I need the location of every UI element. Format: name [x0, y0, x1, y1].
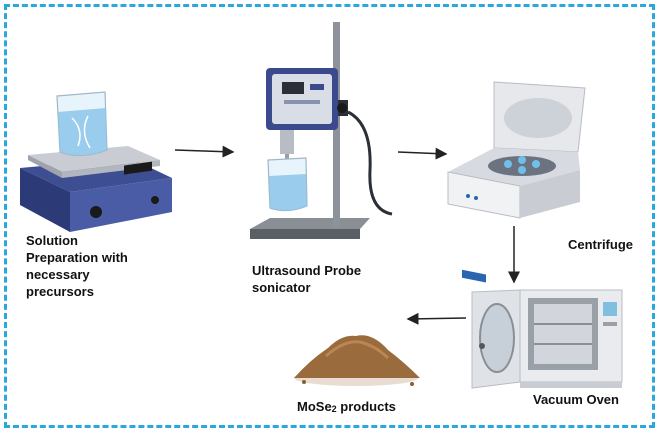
arrow-to-sonicator	[174, 145, 235, 158]
label-mose2-products: MoSe2 products	[297, 399, 396, 414]
arrow-to-centrifuge	[397, 147, 448, 160]
vacuum-oven-icon	[471, 289, 623, 389]
centrifuge-icon	[447, 81, 586, 283]
label-ultrasound-sonicator: Ultrasound Probe sonicator	[252, 263, 362, 295]
label-solution-preparation: Solution Preparation with necessary prec…	[26, 233, 128, 299]
arrow-to-product	[406, 312, 467, 325]
mose2-powder-pile-icon	[294, 335, 420, 386]
hot-plate-stirrer-icon	[20, 91, 172, 232]
dashed-frame	[4, 4, 655, 428]
label-centrifuge: Centrifuge	[568, 237, 633, 252]
ultrasound-probe-sonicator-icon	[250, 22, 393, 239]
label-vacuum-oven: Vacuum Oven	[533, 392, 619, 407]
